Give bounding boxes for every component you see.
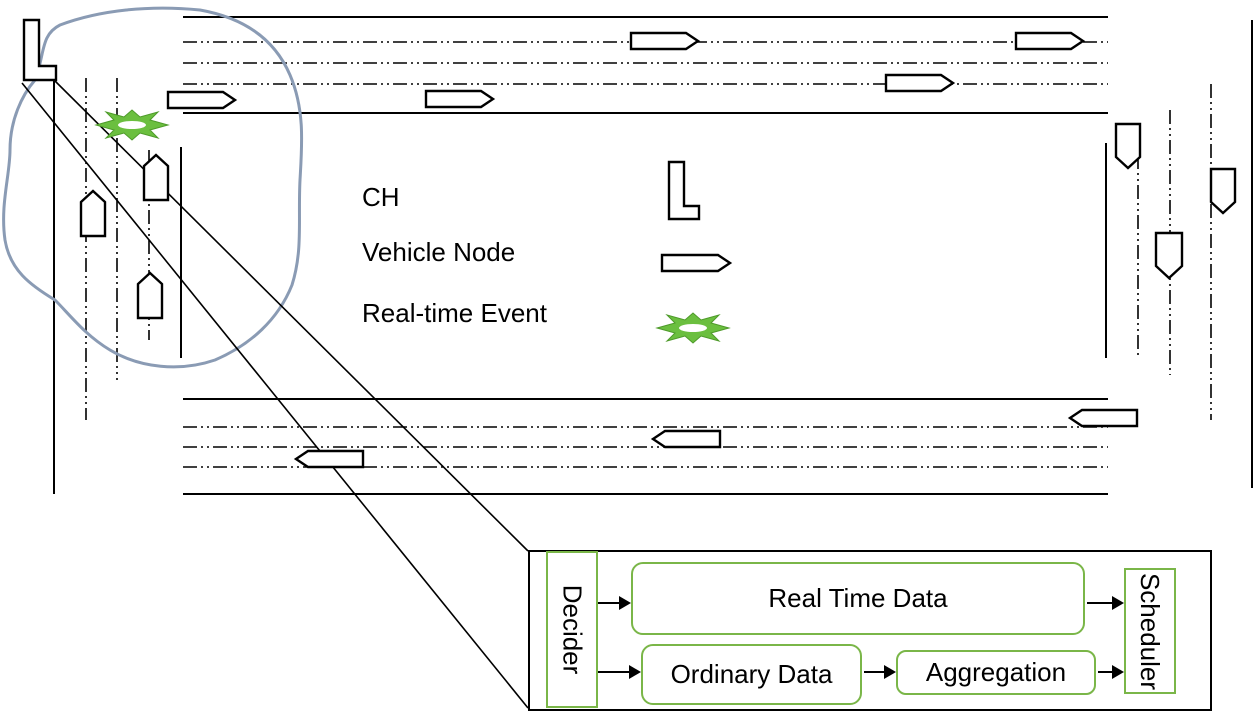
aggregation-box: Aggregation: [896, 650, 1096, 695]
vehicle-node-icon: [293, 449, 365, 469]
vehicle-node-icon: [424, 89, 496, 109]
decider-label: Decider: [557, 584, 588, 675]
legend-vehicle-label: Vehicle Node: [362, 237, 516, 267]
vehicle-node-icon: [884, 73, 956, 93]
vehicle-node-icon: [136, 271, 164, 320]
vehicle-node-icon: [166, 90, 238, 110]
vehicle-node-icon: [79, 189, 107, 238]
arrow-ordinary-to-aggregation: [864, 665, 896, 679]
vehicle-node-icon: [142, 153, 170, 202]
legend-event-center: [679, 324, 707, 332]
bottom-road: [183, 398, 1108, 495]
decider-box: Decider: [546, 551, 598, 708]
arrow-aggregation-to-scheduler: [1098, 665, 1124, 679]
aggregation-label: Aggregation: [925, 657, 1067, 687]
vehicle-node-icon: [1154, 231, 1184, 280]
real-time-data-box: Real Time Data: [631, 562, 1085, 635]
vehicle-node-icon: [650, 429, 722, 449]
scheduler-label: Scheduler: [1135, 572, 1166, 690]
vehicle-node-icon: [1014, 31, 1086, 51]
vehicle-node-icon: [1114, 122, 1142, 170]
legend-event-label: Real-time Event: [362, 298, 547, 328]
ch-coverage-area: [2, 6, 304, 369]
vehicle-node-icon: [1209, 167, 1237, 215]
ordinary-data-box: Ordinary Data: [641, 644, 862, 705]
top-road: [183, 16, 1108, 114]
vehicle-node-icon: [629, 31, 701, 51]
cluster-head-icon: [22, 18, 58, 82]
zoom-line-lower: [21, 82, 529, 709]
real-time-data-label: Real Time Data: [768, 583, 948, 613]
vehicle-node-icon: [1067, 408, 1139, 428]
event-center: [118, 121, 146, 129]
ordinary-data-label: Ordinary Data: [670, 659, 833, 689]
scheduler-box: Scheduler: [1124, 568, 1176, 694]
zoom-line-upper: [51, 77, 529, 552]
arrow-realtime-to-scheduler: [1087, 596, 1124, 610]
legend-ch-icon: [667, 160, 701, 221]
ch-detail-panel: Decider Real Time Data Ordinary Data Agg…: [528, 550, 1212, 711]
arrow-decider-to-realtime: [598, 596, 631, 610]
legend-vehicle-icon: [660, 253, 733, 273]
arrow-decider-to-ordinary: [598, 665, 641, 679]
legend-ch-label: CH: [362, 182, 400, 212]
